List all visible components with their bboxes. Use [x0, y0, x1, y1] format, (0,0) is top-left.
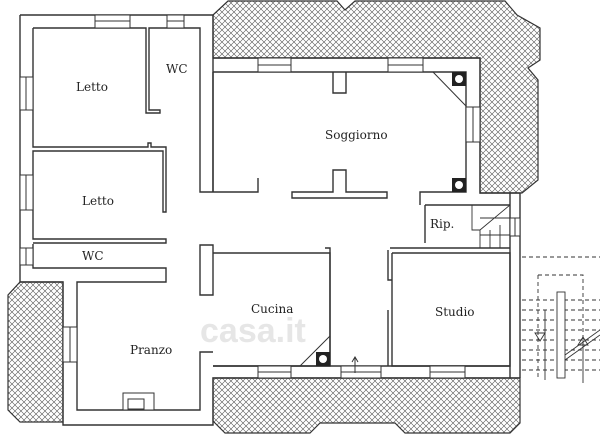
- room-label-letto-2: Letto: [82, 194, 114, 208]
- chimney-icons: [122, 71, 467, 411]
- room-label-pranzo: Pranzo: [130, 343, 172, 357]
- room-label-cucina: Cucina: [251, 302, 293, 316]
- terrace-left: [7, 281, 64, 423]
- internal-stairs-icon: [471, 204, 511, 248]
- room-label-wc-2: WC: [82, 249, 104, 263]
- room-label-wc-1: WC: [166, 62, 188, 76]
- entrance-arrow-icon: [351, 356, 359, 373]
- room-label-soggiorno: Soggiorno: [325, 128, 388, 142]
- terrace-top-right: [212, 0, 541, 194]
- terrace-bottom: [212, 377, 521, 434]
- windows: [19, 14, 521, 379]
- external-stairs-rail: [534, 291, 600, 383]
- room-label-rip: Rip.: [430, 217, 454, 231]
- room-label-studio: Studio: [435, 305, 475, 319]
- watermark: casa.it: [200, 312, 306, 350]
- room-label-letto-1: Letto: [76, 80, 108, 94]
